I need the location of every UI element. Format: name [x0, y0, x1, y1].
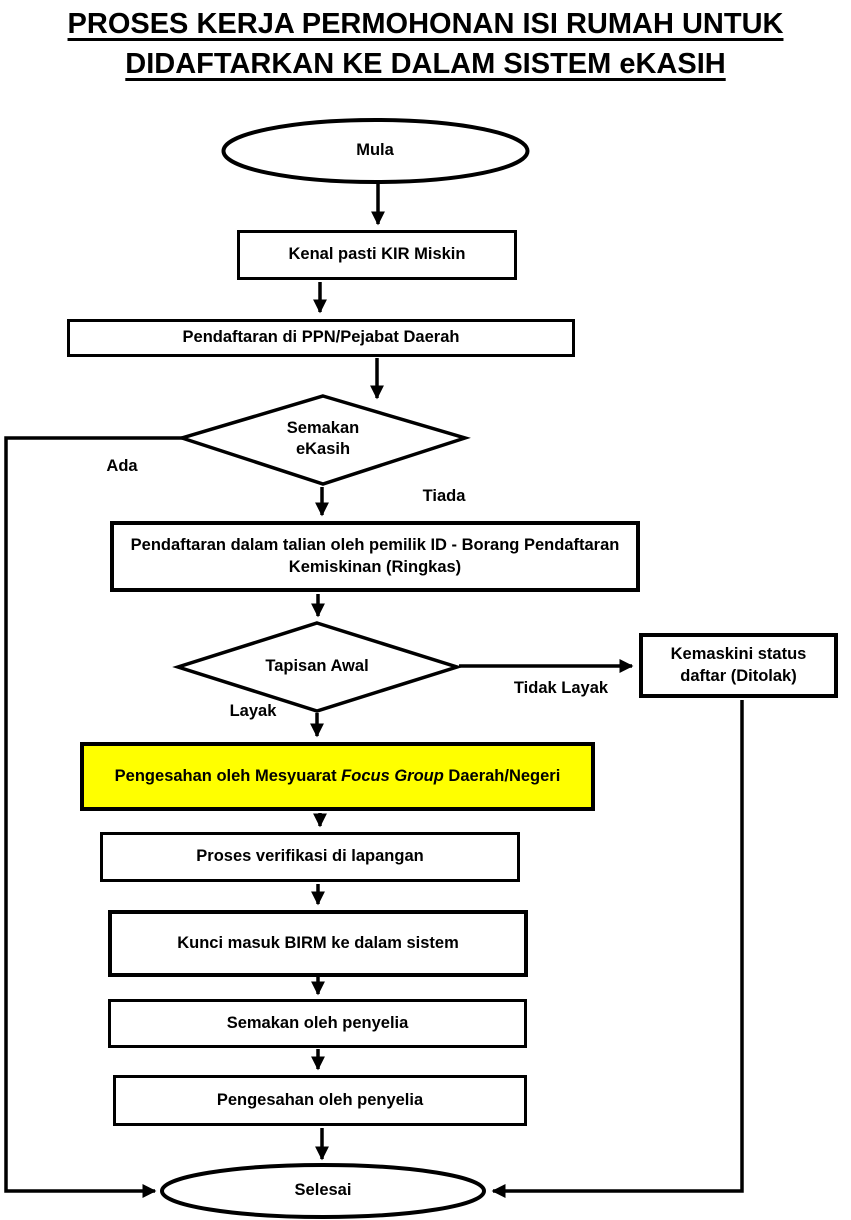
process-pendaftaran-talian-box: Pendaftaran dalam talian oleh pemilik ID…	[110, 521, 640, 592]
decision-semakan-ekasih-label: Semakan eKasih	[286, 418, 360, 458]
branch-label-ada: Ada	[106, 457, 138, 475]
focus-group-label: Pengesahan oleh Mesyuarat Focus Group Da…	[115, 766, 561, 787]
page-title-line1: PROSES KERJA PERMOHONAN ISI RUMAH UNTUK	[67, 8, 784, 40]
decision-tapisan-awal-label: Tapisan Awal	[265, 657, 369, 676]
decision-semakan-ekasih-shape	[176, 394, 471, 486]
decision-tapisan-awal-shape	[172, 621, 463, 713]
branch-label-tiada: Tiada	[422, 487, 466, 505]
focus-group-label-suffix: Daerah/Negeri	[443, 766, 561, 785]
branch-label-layak: Layak	[229, 702, 277, 720]
process-kemaskini-status-box: Kemaskini status daftar (Ditolak)	[639, 633, 838, 698]
page-title: PROSES KERJA PERMOHONAN ISI RUMAH UNTUK …	[0, 4, 851, 84]
arrow-semakan-ada-to-selesai	[4, 436, 183, 1198]
focus-group-label-italic: Focus Group	[341, 766, 444, 785]
process-kunci-birm-box: Kunci masuk BIRM ke dalam sistem	[108, 910, 528, 977]
branch-label-tidak-layak: Tidak Layak	[513, 679, 609, 697]
end-node-label: Selesai	[294, 1181, 352, 1200]
process-focus-group-box: Pengesahan oleh Mesyuarat Focus Group Da…	[80, 742, 595, 811]
end-oval-shape	[160, 1163, 486, 1219]
start-oval-shape	[221, 118, 530, 184]
process-pendaftaran-ppn-box: Pendaftaran di PPN/Pejabat Daerah	[67, 319, 575, 357]
start-node-label: Mula	[356, 141, 394, 160]
focus-group-label-prefix: Pengesahan oleh Mesyuarat	[114, 766, 342, 785]
process-kenal-pasti-box: Kenal pasti KIR Miskin	[237, 230, 517, 280]
process-pengesahan-penyelia-box: Pengesahan oleh penyelia	[113, 1075, 527, 1126]
arrow-kemaskini-to-selesai	[491, 700, 744, 1198]
process-semakan-penyelia-box: Semakan oleh penyelia	[108, 999, 527, 1048]
page-title-line2: DIDAFTARKAN KE DALAM SISTEM eKASIH	[125, 48, 726, 80]
process-verifikasi-box: Proses verifikasi di lapangan	[100, 832, 520, 882]
